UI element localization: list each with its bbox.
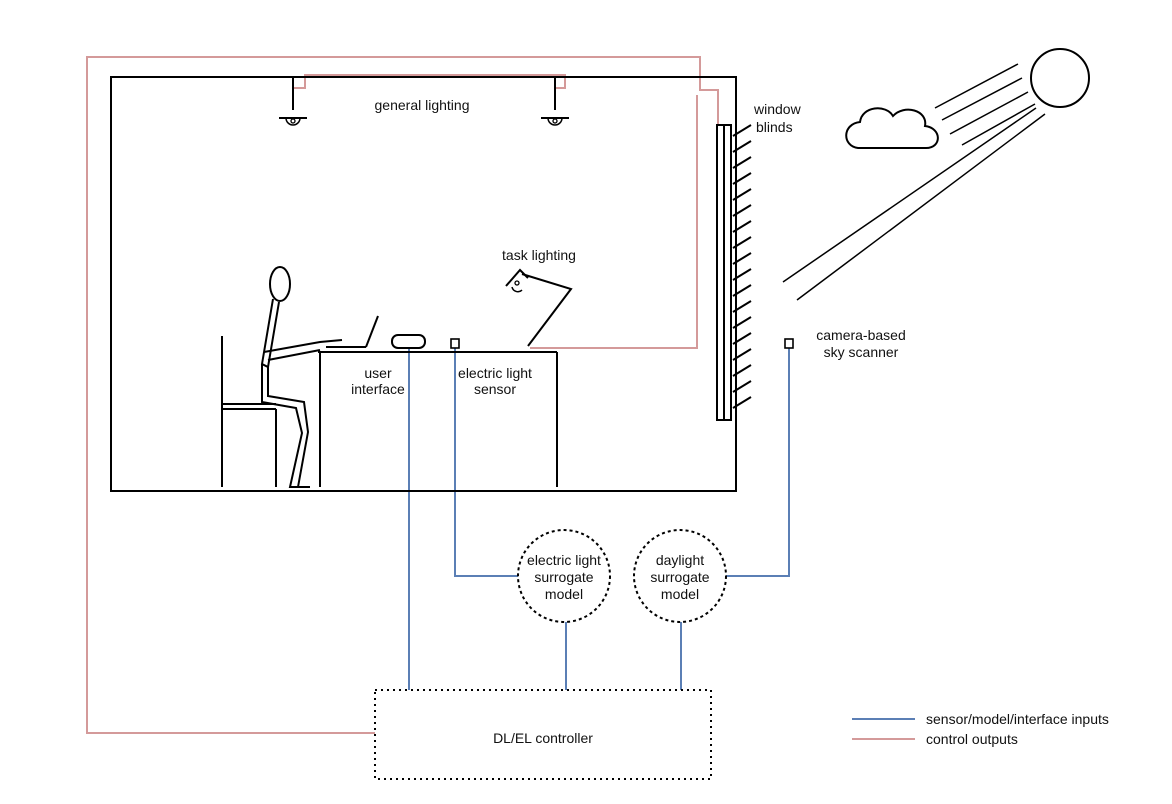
dl-model-label-line1: daylight	[656, 552, 704, 568]
window-blinds-label-line2: blinds	[756, 119, 793, 135]
dl-model-label-line2: surrogate	[650, 569, 709, 585]
sky-scanner-icon	[784, 338, 794, 349]
cloud-icon	[845, 107, 939, 149]
electric-light-surrogate-model-node: electric light surrogate model	[517, 529, 611, 623]
input-wire-el-sensor	[454, 348, 518, 577]
controller-label: DL/EL controller	[493, 730, 593, 746]
sky-scanner-label-line1: camera-based	[816, 327, 906, 343]
input-wires	[408, 343, 790, 690]
user-interface-label-line2: interface	[351, 381, 405, 397]
seated-person	[260, 266, 343, 488]
legend: sensor/model/interface inputs control ou…	[852, 711, 1109, 747]
general-lighting-label: general lighting	[375, 97, 470, 113]
control-output-wires	[86, 56, 719, 734]
sun-rays	[782, 63, 1046, 301]
dl-model-label-line3: model	[661, 586, 699, 602]
user-interface-label-line1: user	[364, 365, 392, 381]
dl-el-controller-node: DL/EL controller	[374, 689, 712, 780]
output-wire-main-loop	[86, 56, 719, 734]
daylight-surrogate-model-node: daylight surrogate model	[633, 529, 727, 623]
ceiling-light-right	[541, 77, 569, 126]
output-wire-general-light-1	[293, 74, 566, 89]
task-lighting-label: task lighting	[502, 247, 576, 263]
el-model-label-line2: surrogate	[534, 569, 593, 585]
task-lamp-icon	[505, 268, 573, 347]
blind-slats	[732, 124, 752, 409]
user-interface-device	[391, 334, 426, 349]
legend-outputs-label: control outputs	[926, 731, 1018, 747]
output-wire-task-light	[530, 95, 698, 349]
input-wire-sky-scanner	[726, 348, 790, 577]
electric-light-sensor-icon	[450, 338, 460, 349]
sky-scanner-label-line2: sky scanner	[824, 344, 899, 360]
window-blinds-label-line1: window	[753, 101, 802, 117]
el-sensor-label-line1: electric light	[458, 365, 532, 381]
laptop-icon	[326, 315, 379, 348]
sun-icon	[1030, 48, 1090, 108]
room-outline	[110, 76, 737, 492]
el-model-label-line1: electric light	[527, 552, 601, 568]
desk	[318, 351, 558, 487]
el-model-label-line3: model	[545, 586, 583, 602]
ceiling-light-left	[279, 77, 307, 126]
window-blinds	[716, 124, 752, 421]
chair	[221, 336, 277, 487]
el-sensor-label-line2: sensor	[474, 381, 516, 397]
legend-inputs-label: sensor/model/interface inputs	[926, 711, 1109, 727]
